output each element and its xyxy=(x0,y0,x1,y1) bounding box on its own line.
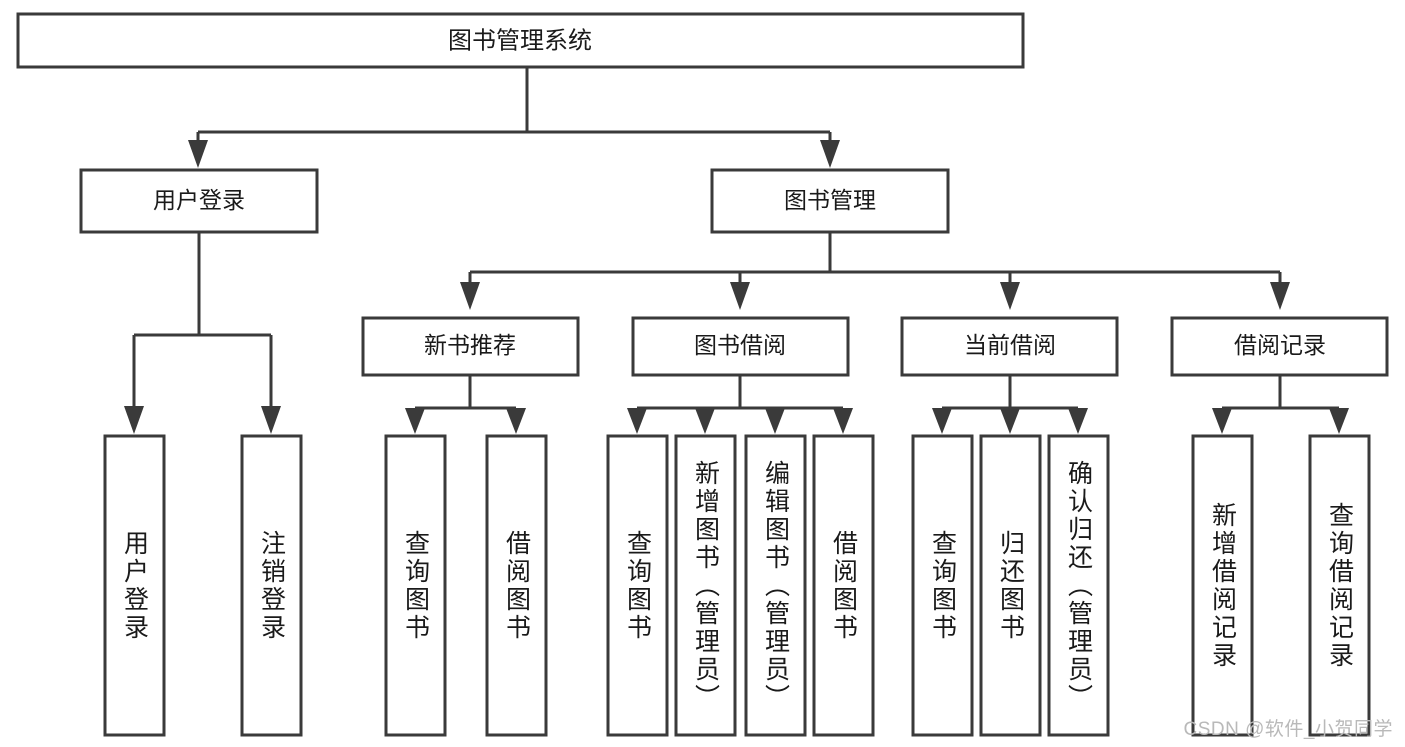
arrow-head-leaf-edit-book xyxy=(765,408,785,434)
arrow-head-new-book xyxy=(460,282,480,310)
node-borrow-record[interactable] xyxy=(1170,316,1389,377)
node-book-borrow-label: 图书借阅 xyxy=(694,332,786,358)
arrow-head-user-login xyxy=(188,140,208,168)
node-book-management[interactable] xyxy=(710,168,950,234)
leaf-box-confirm-return[interactable] xyxy=(1047,434,1110,737)
node-book-management-label: 图书管理 xyxy=(784,187,876,213)
arrow-head-current-borrow xyxy=(1000,282,1020,310)
leaf-box-add-record[interactable] xyxy=(1191,434,1254,737)
connector-group-user-login xyxy=(124,232,281,434)
node-current-borrow-label: 当前借阅 xyxy=(964,332,1056,358)
arrow-head-leaf-query-book-2 xyxy=(627,408,647,434)
arrow-head-leaf-query-record xyxy=(1329,408,1349,434)
node-new-book-recommend[interactable] xyxy=(361,316,580,377)
arrow-head-leaf-add-book xyxy=(695,408,715,434)
connector-group-current-borrow xyxy=(932,376,1088,434)
node-user-login-label: 用户登录 xyxy=(153,187,245,213)
arrow-head-leaf-borrow-book-2 xyxy=(833,408,853,434)
node-book-borrow[interactable] xyxy=(631,316,850,377)
leaf-box-user-login[interactable] xyxy=(103,434,166,737)
leaf-box-logout[interactable] xyxy=(240,434,303,737)
leaf-box-query-book-3[interactable] xyxy=(911,434,974,737)
leaf-box-borrow-book-2[interactable] xyxy=(812,434,875,737)
arrow-head-book-mgmt xyxy=(820,140,840,168)
arrow-head-leaf-add-record xyxy=(1212,408,1232,434)
node-user-login[interactable] xyxy=(79,168,319,234)
leaf-box-edit-book[interactable] xyxy=(744,434,807,737)
arrow-head-leaf-query-book-1 xyxy=(405,408,425,434)
leaf-box-add-book[interactable] xyxy=(674,434,737,737)
node-current-borrow[interactable] xyxy=(900,316,1119,377)
arrow-head-leaf-query-book-3 xyxy=(932,408,952,434)
node-root[interactable] xyxy=(16,12,1025,69)
leaf-box-borrow-book-1[interactable] xyxy=(485,434,548,737)
arrow-head-leaf-confirm-return xyxy=(1068,408,1088,434)
arrow-head-borrow-record xyxy=(1270,282,1290,310)
connector-group-book-mgmt xyxy=(460,232,1290,310)
node-root-label: 图书管理系统 xyxy=(448,27,592,54)
arrow-head-leaf-borrow-book-1 xyxy=(506,408,526,434)
connector-group-book-borrow xyxy=(627,376,853,434)
arrow-head-book-borrow xyxy=(730,282,750,310)
arrow-head-leaf-return-book xyxy=(1000,408,1020,434)
node-borrow-record-label: 借阅记录 xyxy=(1234,332,1326,358)
leaf-box-return-book[interactable] xyxy=(979,434,1042,737)
leaf-box-query-book-1[interactable] xyxy=(384,434,447,737)
watermark-text: CSDN @软件_小贺同学 xyxy=(1183,719,1393,740)
connector-group-new-book xyxy=(405,376,526,434)
arrow-head-leaf-logout xyxy=(261,406,281,434)
node-new-book-recommend-label: 新书推荐 xyxy=(424,332,516,358)
arrow-head-leaf-user-login xyxy=(124,406,144,434)
connector-group-root xyxy=(188,66,840,168)
leaf-box-query-book-2[interactable] xyxy=(606,434,669,737)
connector-group-borrow-record xyxy=(1212,376,1349,434)
leaf-box-query-record[interactable] xyxy=(1308,434,1371,737)
